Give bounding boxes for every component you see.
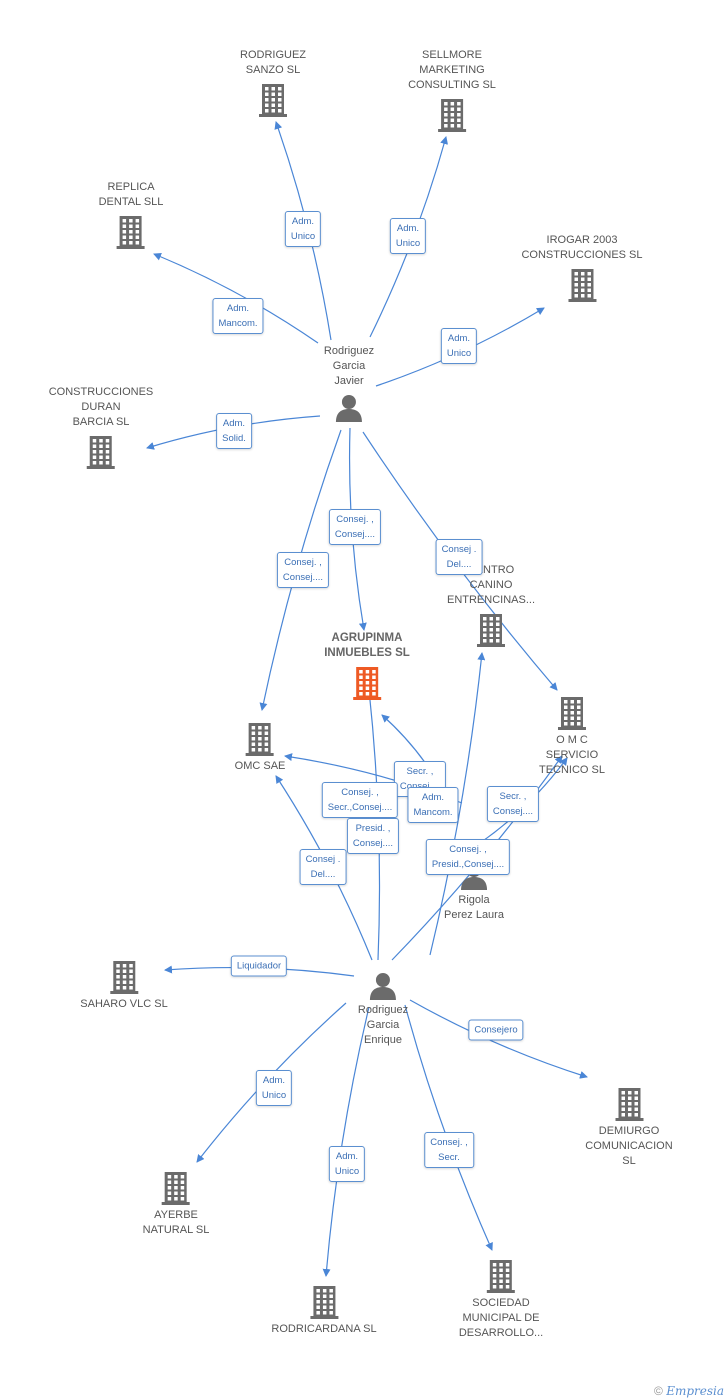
edge-rodriguez-javier-to-replica-dental [153, 252, 319, 344]
node-label: Rigola Perez Laura [444, 894, 504, 921]
node-label: AYERBE NATURAL SL [142, 1209, 210, 1236]
node-label: Rodriguez Garcia Enrique [357, 1004, 409, 1046]
node-rodriguez-enrique[interactable]: Rodriguez Garcia Enrique [358, 971, 408, 1048]
relation-label[interactable]: Adm. Unico [284, 211, 322, 247]
node-label: SAHARO VLC SL [80, 998, 168, 1010]
node-centro-canino[interactable]: CENTRO CANINO ENTRENCINAS... [447, 563, 535, 648]
node-label: IROGAR 2003 CONSTRUCCIONES SL [521, 234, 643, 261]
edge-rodriguez-enrique-to-centro-canino [429, 652, 486, 956]
node-demiurgo[interactable]: DEMIURGO COMUNICACION SL [580, 1086, 679, 1169]
relation-label[interactable]: Consejero [468, 1019, 524, 1041]
brand-name: Empresia [666, 1384, 724, 1398]
node-label: REPLICA DENTAL SLL [98, 181, 164, 208]
person-icon [324, 393, 374, 423]
relation-label[interactable]: Adm. Mancom. [212, 298, 264, 334]
edge-rodriguez-enrique-to-sociedad-municipal [404, 1004, 493, 1251]
node-sociedad-municipal[interactable]: SOCIEDAD MUNICIPAL DE DESARROLLO... [459, 1258, 543, 1341]
relation-label[interactable]: Adm. Unico [389, 218, 427, 254]
node-irogar[interactable]: IROGAR 2003 CONSTRUCCIONES SL [521, 233, 643, 303]
relation-label[interactable]: Adm. Unico [328, 1146, 366, 1182]
relation-label[interactable]: Consej . Del.... [299, 849, 347, 885]
relation-label[interactable]: Consej. , Secr.,Consej.... [321, 782, 399, 818]
building-icon [447, 612, 535, 648]
person-icon [358, 971, 408, 1001]
building-icon [459, 1258, 543, 1294]
building-icon [235, 721, 286, 757]
node-ayerbe[interactable]: AYERBE NATURAL SL [142, 1170, 210, 1238]
node-label: AGRUPINMA INMUEBLES SL [324, 632, 410, 659]
node-saharo[interactable]: SAHARO VLC SL [80, 959, 168, 1012]
node-label: SELLMORE MARKETING CONSULTING SL [408, 49, 496, 91]
node-sellmore[interactable]: SELLMORE MARKETING CONSULTING SL [408, 48, 496, 133]
footer-brand: © Empresia [654, 1384, 724, 1398]
node-rodricardana[interactable]: RODRICARDANA SL [271, 1284, 377, 1337]
node-omc-sae[interactable]: OMC SAE [234, 721, 286, 774]
node-replica-dental[interactable]: REPLICA DENTAL SLL [98, 180, 164, 250]
relation-label[interactable]: Consej. , Secr. [424, 1132, 474, 1168]
building-icon [539, 695, 605, 731]
relation-label[interactable]: Consej. , Consej.... [328, 509, 382, 545]
relation-label[interactable]: Adm. Mancom. [407, 787, 459, 823]
node-construcciones-duran[interactable]: CONSTRUCCIONES DURAN BARCIA SL [48, 385, 154, 470]
copyright-symbol: © [654, 1384, 663, 1398]
node-label: Rodriguez Garcia Javier [323, 345, 375, 387]
building-icon [80, 959, 167, 995]
building-icon [324, 665, 410, 701]
relation-label[interactable]: Consej. , Presid.,Consej.... [425, 839, 511, 875]
node-agrupinma[interactable]: AGRUPINMA INMUEBLES SL [324, 631, 410, 701]
node-label: CONSTRUCCIONES DURAN BARCIA SL [48, 386, 154, 428]
node-omc-servicio[interactable]: O M C SERVICIO TECNICO SL [539, 695, 605, 778]
relation-label[interactable]: Secr. , Consej.... [486, 786, 540, 822]
relation-label[interactable]: Liquidador [230, 955, 288, 977]
edge-rodriguez-enrique-to-demiurgo [409, 999, 588, 1079]
relation-label[interactable]: Presid. , Consej.... [346, 818, 400, 854]
node-label: DEMIURGO COMUNICACION SL [585, 1125, 673, 1167]
building-icon [99, 214, 164, 250]
node-label: RODRICARDANA SL [271, 1323, 377, 1335]
relation-label[interactable]: Adm. Unico [255, 1070, 293, 1106]
node-label: RODRIGUEZ SANZO SL [240, 49, 306, 76]
node-label: SOCIEDAD MUNICIPAL DE DESARROLLO... [458, 1297, 544, 1339]
building-icon [580, 1086, 679, 1122]
relation-label[interactable]: Consej. , Consej.... [276, 552, 330, 588]
relation-label[interactable]: Consej . Del.... [435, 539, 483, 575]
node-label: O M C SERVICIO TECNICO SL [538, 734, 606, 776]
edge-rodriguez-enrique-to-rodricardana [322, 1006, 370, 1277]
building-icon [271, 1284, 376, 1320]
relation-label[interactable]: Adm. Unico [440, 328, 478, 364]
building-icon [143, 1170, 210, 1206]
building-icon [521, 267, 642, 303]
relation-label[interactable]: Adm. Solid. [216, 413, 252, 449]
node-rodriguez-javier[interactable]: Rodriguez Garcia Javier [324, 344, 374, 423]
building-icon [49, 434, 154, 470]
node-label: OMC SAE [234, 760, 286, 772]
node-rodriguez-sanzo[interactable]: RODRIGUEZ SANZO SL [240, 48, 306, 118]
building-icon [240, 82, 306, 118]
building-icon [408, 97, 496, 133]
